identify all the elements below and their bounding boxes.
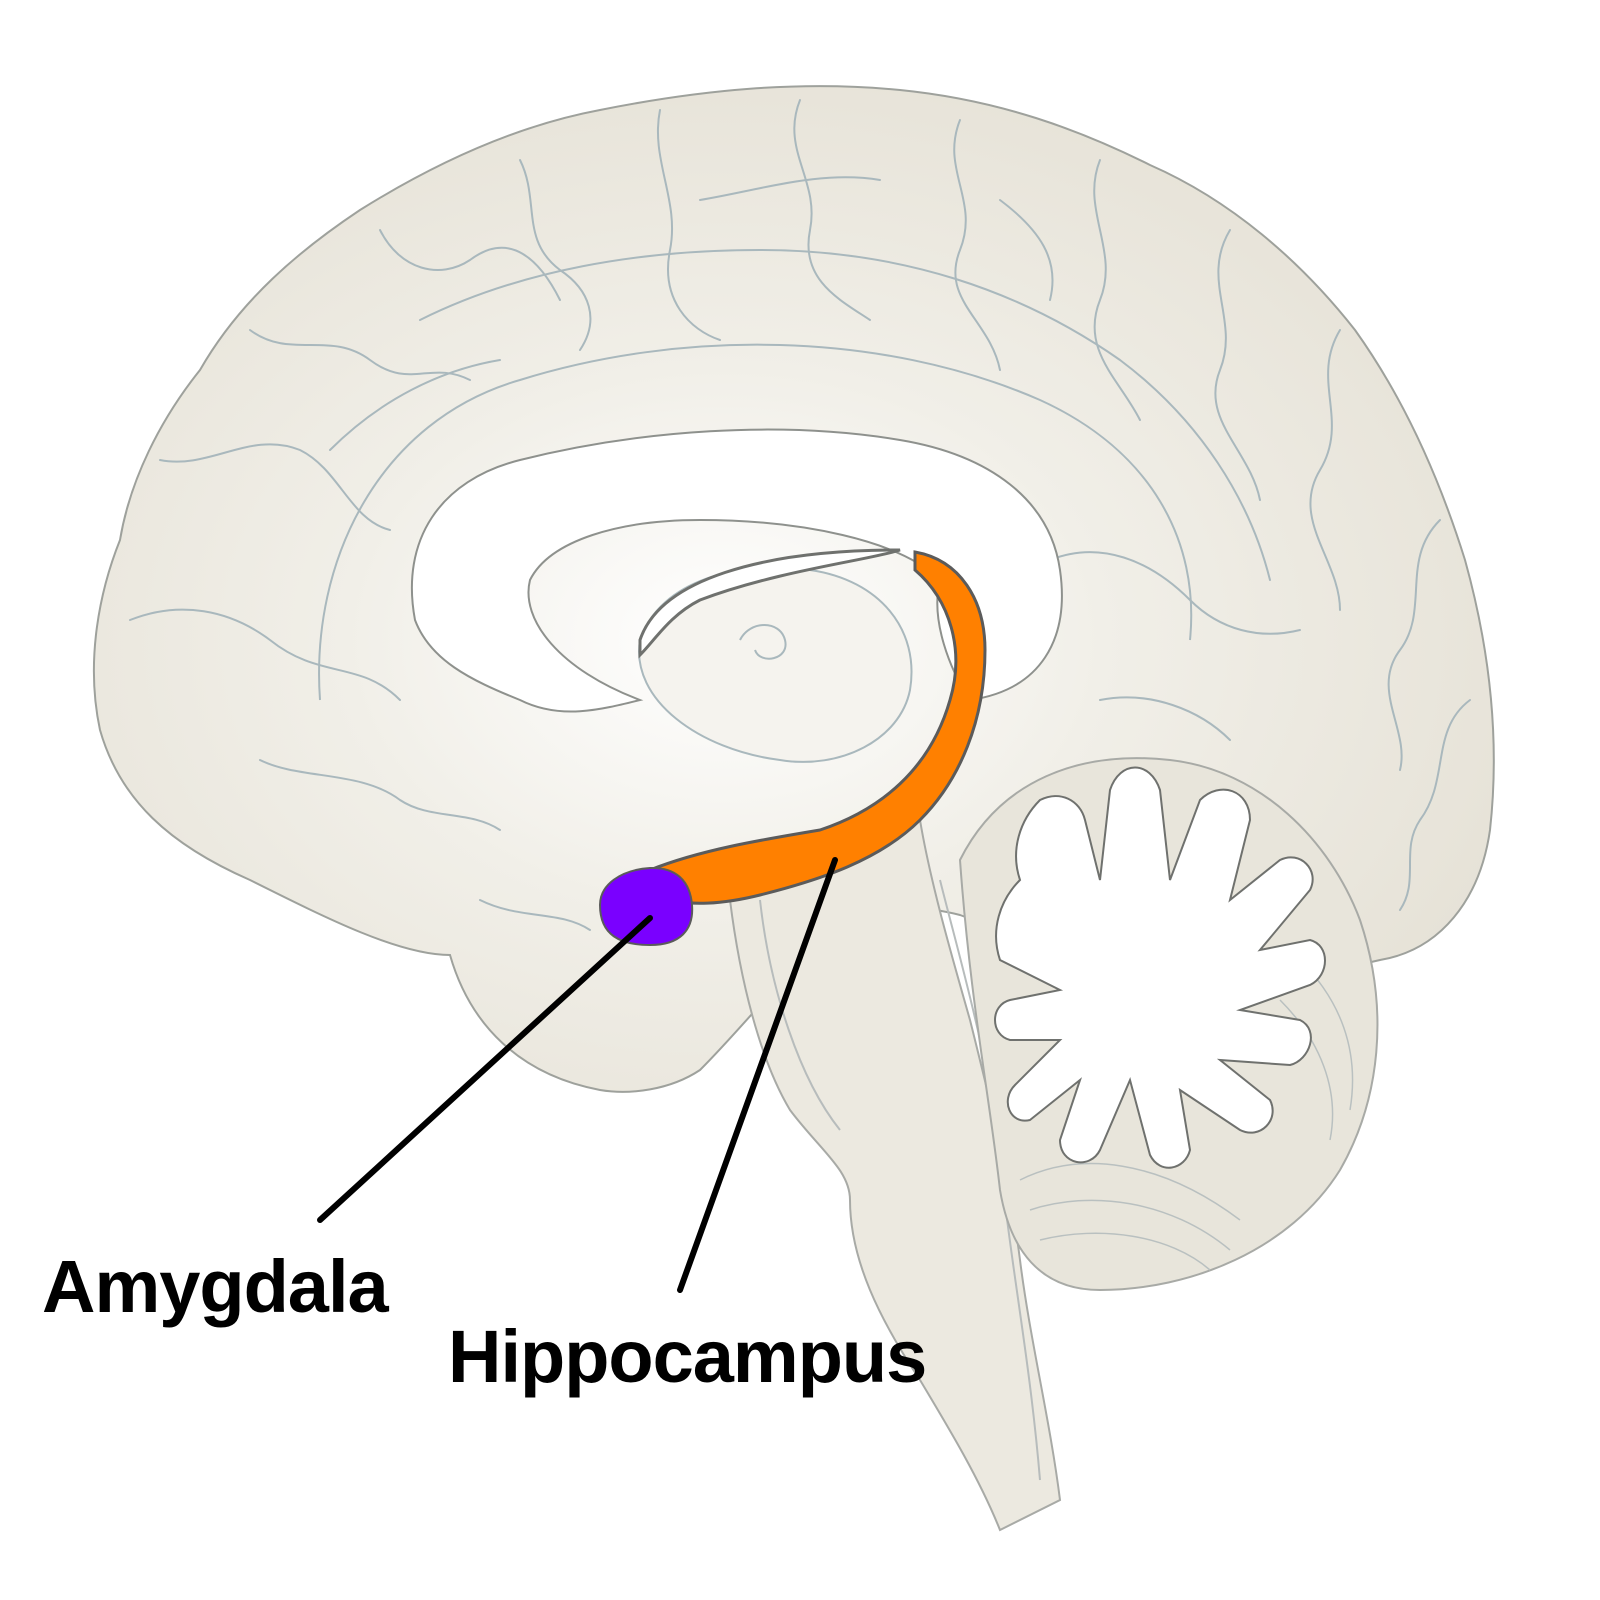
lateral-ventricle xyxy=(410,428,1063,713)
amygdala-region xyxy=(598,866,694,947)
hippocampus-leader-line xyxy=(677,857,838,1293)
cingulate-gyrus xyxy=(318,343,1193,701)
thalamus-detail xyxy=(739,624,787,660)
fornix xyxy=(638,548,901,659)
amygdala-label: Amygdala xyxy=(42,1245,390,1328)
sulci-lines xyxy=(129,99,1471,931)
arbor-vitae xyxy=(994,766,1326,1169)
brainstem xyxy=(728,818,1062,1532)
cerebellum-folia xyxy=(1019,959,1354,1271)
amygdala-leader-line xyxy=(317,915,653,1223)
hippocampus-label: Hippocampus xyxy=(448,1315,926,1398)
